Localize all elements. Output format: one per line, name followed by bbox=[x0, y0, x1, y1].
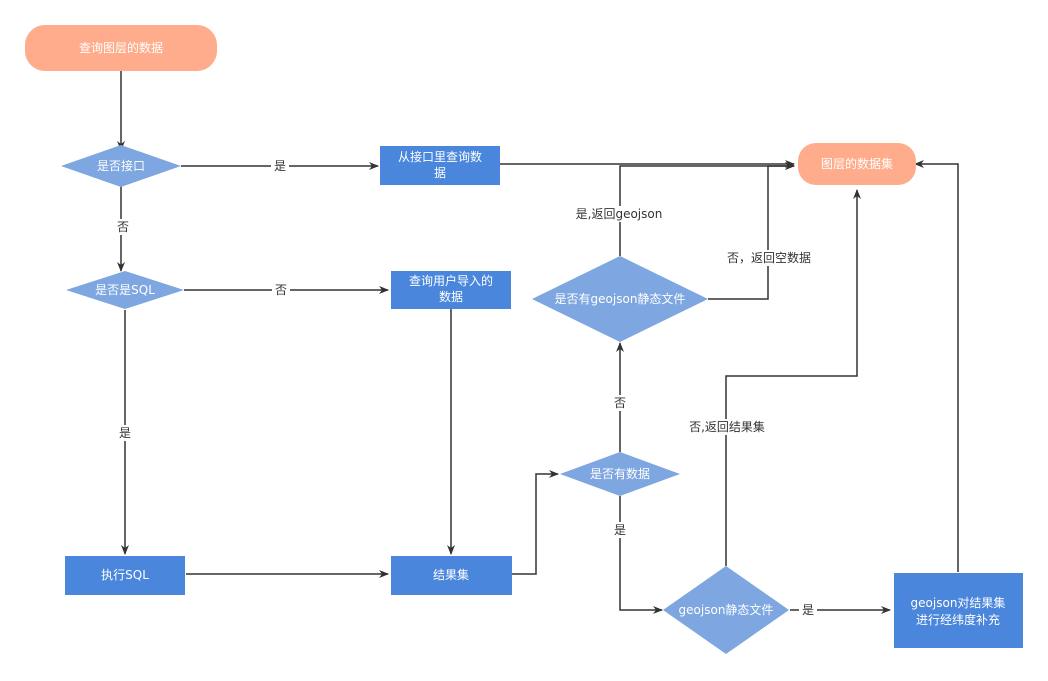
node-execute-sql-label: 执行SQL bbox=[101, 568, 149, 582]
node-query-user-import: 查询用户导入的 数据 bbox=[391, 271, 511, 309]
label-sql-yes: 是 bbox=[119, 426, 131, 440]
node-is-interface-label: 是否接口 bbox=[97, 158, 145, 173]
node-query-from-interface-line1: 从接口里查询数 bbox=[398, 149, 482, 164]
node-geojson-static-file: geojson静态文件 bbox=[663, 566, 789, 654]
edge-static-yes-return-geojson bbox=[619, 162, 795, 256]
node-result-set-label: 结果集 bbox=[433, 567, 469, 582]
node-geojson-supplement: geojson对结果集 进行经纬度补充 bbox=[894, 573, 1023, 648]
node-geojson-supplement-line2: 进行经纬度补充 bbox=[916, 612, 1000, 627]
label-static-no-return-empty: 否，返回空数据 bbox=[727, 250, 811, 265]
edge-result-to-has-data bbox=[512, 470, 559, 575]
edge-has-data-yes bbox=[619, 496, 663, 614]
node-query-layer-data: 查询图层的数据 bbox=[25, 25, 217, 71]
node-layer-dataset-label: 图层的数据集 bbox=[821, 156, 893, 171]
label-interface-no: 否 bbox=[117, 220, 129, 234]
node-is-sql: 是否是SQL bbox=[66, 271, 184, 309]
node-has-data-label: 是否有数据 bbox=[590, 466, 650, 481]
label-has-data-yes: 是 bbox=[614, 523, 626, 537]
node-query-user-import-line1: 查询用户导入的 bbox=[409, 273, 493, 288]
edge-supplement-to-dataset bbox=[914, 160, 959, 572]
node-geojson-supplement-line1: geojson对结果集 bbox=[911, 595, 1006, 610]
node-has-data: 是否有数据 bbox=[560, 452, 680, 496]
node-execute-sql: 执行SQL bbox=[65, 556, 185, 595]
edge-labels: 是 否 否 是 否 是 是,返回geojson 否，返回空数据 否,返回结果集 … bbox=[114, 158, 817, 618]
label-has-data-no: 否 bbox=[614, 396, 626, 410]
node-query-user-import-line2: 数据 bbox=[439, 289, 463, 304]
edges bbox=[117, 71, 959, 614]
label-interface-yes: 是 bbox=[274, 159, 286, 173]
label-sql-no: 否 bbox=[275, 283, 287, 297]
node-query-layer-data-label: 查询图层的数据 bbox=[79, 40, 163, 55]
edge-static-no-return-empty bbox=[708, 162, 795, 300]
node-geojson-static-file-label: geojson静态文件 bbox=[679, 602, 774, 617]
node-query-from-interface: 从接口里查询数 据 bbox=[380, 146, 500, 185]
node-has-geojson-static: 是否有geojson静态文件 bbox=[532, 256, 708, 342]
label-geojson-yes: 是 bbox=[802, 603, 814, 617]
edge-geojson-no-return-result bbox=[725, 189, 861, 566]
node-is-interface: 是否接口 bbox=[61, 145, 181, 187]
node-result-set: 结果集 bbox=[391, 556, 512, 595]
node-is-sql-label: 是否是SQL bbox=[95, 283, 155, 297]
label-geojson-no-return-result: 否,返回结果集 bbox=[689, 419, 765, 434]
node-query-from-interface-line2: 据 bbox=[434, 166, 446, 180]
node-layer-dataset: 图层的数据集 bbox=[798, 143, 916, 185]
label-static-yes-return-geojson: 是,返回geojson bbox=[576, 207, 663, 221]
node-has-geojson-static-label: 是否有geojson静态文件 bbox=[555, 291, 686, 306]
